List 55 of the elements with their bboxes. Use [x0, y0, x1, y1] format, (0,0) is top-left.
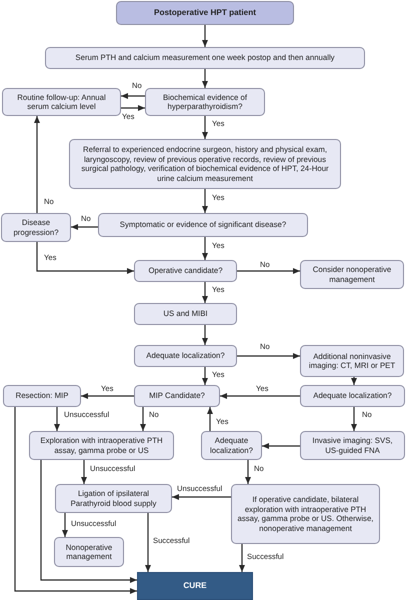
- flow-arrow: [121, 93, 145, 99]
- decision-box: [98, 213, 308, 237]
- decision-box: [1, 213, 71, 242]
- flow-arrow: [36, 242, 134, 274]
- flow-arrow: [62, 513, 68, 537]
- process-box: [69, 139, 341, 189]
- process-box: [300, 260, 404, 289]
- process-box: [54, 537, 124, 567]
- flow-arrow: [202, 325, 208, 345]
- flow-arrow: [351, 377, 357, 385]
- flow-arrow: [34, 116, 40, 213]
- process-box: [231, 484, 380, 544]
- process-box: [300, 345, 404, 377]
- flow-arrow: [145, 513, 151, 572]
- flow-arrow: [239, 544, 245, 572]
- process-box: [55, 484, 172, 513]
- decision-box: [201, 431, 262, 460]
- decision-box: [134, 260, 237, 282]
- process-box: [45, 47, 365, 69]
- flow-arrow: [202, 25, 208, 47]
- flow-arrow: [81, 393, 134, 399]
- flow-arrow: [202, 189, 208, 213]
- process-box: [29, 431, 174, 460]
- flow-arrow: [140, 407, 146, 431]
- flow-arrow: [202, 116, 208, 139]
- flow-arrow: [121, 105, 145, 111]
- decision-box: [134, 385, 220, 407]
- decision-box: [145, 88, 265, 116]
- process-box: [300, 431, 405, 460]
- flow-arrow: [202, 367, 208, 385]
- flow-arrow: [54, 407, 60, 431]
- decision-box: [134, 345, 237, 367]
- decision-box: [300, 385, 405, 407]
- end-box: [137, 572, 253, 600]
- flow-arrow: [14, 407, 137, 594]
- flow-arrow: [220, 393, 300, 399]
- flow-arrow: [207, 407, 213, 431]
- flow-arrow: [237, 353, 300, 359]
- flow-arrow: [202, 69, 208, 88]
- node-text: Postoperative HPT patient: [154, 8, 256, 18]
- flow-arrow: [262, 443, 300, 449]
- flow-arrow: [172, 494, 231, 500]
- flow-arrow: [81, 460, 87, 484]
- flow-arrow: [202, 237, 208, 260]
- flow-arrow: [202, 282, 208, 303]
- node-text: CURE: [183, 581, 207, 591]
- flow-arrow: [245, 460, 251, 484]
- flow-arrow: [40, 460, 137, 583]
- process-box: [2, 88, 121, 116]
- start-box: [116, 1, 294, 25]
- flow-arrow: [351, 407, 357, 431]
- flow-arrow: [237, 268, 300, 274]
- process-box: [134, 303, 237, 325]
- flow-arrow: [71, 224, 98, 230]
- process-box: [3, 385, 81, 407]
